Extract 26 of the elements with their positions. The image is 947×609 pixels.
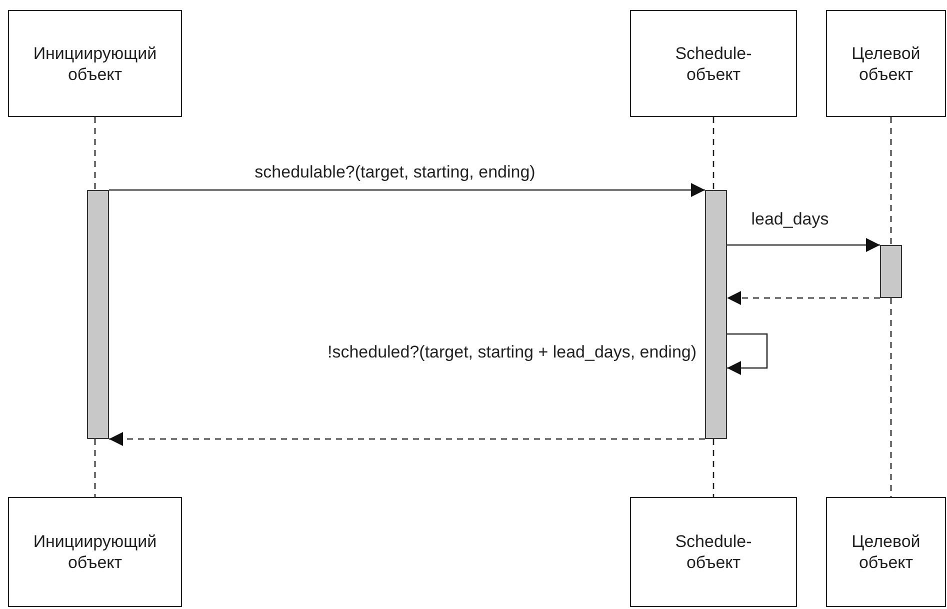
object-box xyxy=(826,497,946,607)
activation-bar xyxy=(880,245,902,298)
return-arrow xyxy=(727,291,880,305)
object-name: Schedule- объект xyxy=(674,42,753,84)
message-arrow xyxy=(727,238,880,252)
object-name: Инициирующий объект xyxy=(32,42,158,84)
lifeline xyxy=(890,298,892,497)
return-arrow xyxy=(109,432,705,446)
lifeline xyxy=(890,117,892,245)
object-box xyxy=(630,497,797,607)
object-name: Schedule- объект xyxy=(674,531,753,573)
object-box xyxy=(8,497,182,607)
object-box xyxy=(8,10,182,117)
message-arrow xyxy=(109,183,705,197)
object-box xyxy=(826,10,946,117)
activation-bar xyxy=(87,190,109,439)
lifeline xyxy=(94,117,96,190)
lifeline xyxy=(712,117,714,190)
object-box xyxy=(630,10,797,117)
object-name: Инициирующий объект xyxy=(32,531,158,573)
lifeline xyxy=(94,439,96,497)
message-arrow xyxy=(727,333,768,375)
lifeline xyxy=(712,439,714,497)
activation-bar xyxy=(705,190,727,439)
object-name: Целевой объект xyxy=(850,42,922,84)
object-name: Целевой объект xyxy=(850,531,922,573)
